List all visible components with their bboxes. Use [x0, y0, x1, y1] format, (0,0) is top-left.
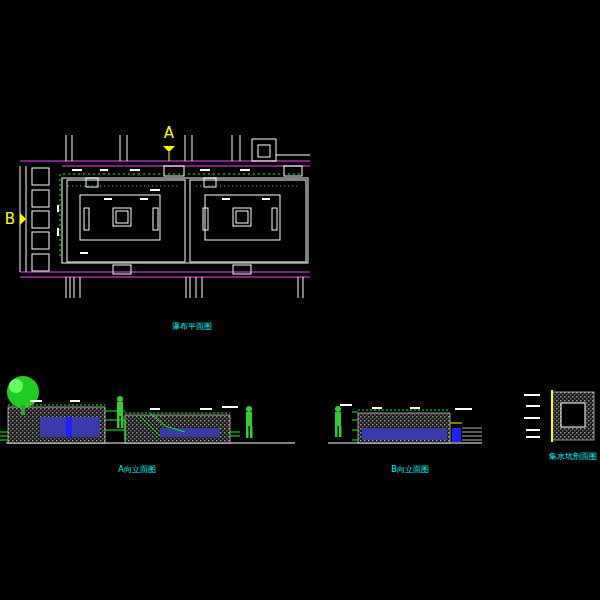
plan-view: [20, 135, 310, 298]
view-caption: B向立面图: [391, 466, 429, 475]
label-holder: A: [164, 125, 174, 142]
section-marker: A: [164, 125, 174, 142]
view-caption: 集水坑剖面图: [549, 453, 597, 462]
label-holder: B: [5, 211, 15, 228]
elevation-a: [0, 376, 295, 443]
view-caption: 瀑布平面图: [172, 323, 212, 332]
label-holder: A向立面图: [118, 466, 155, 475]
sump-section: [524, 390, 594, 442]
label-holder: 集水坑剖面图: [549, 453, 597, 462]
view-caption: A向立面图: [118, 466, 155, 475]
label-holder: B向立面图: [391, 466, 429, 475]
label-holder: 瀑布平面图: [172, 323, 212, 332]
section-marker: B: [5, 211, 15, 228]
elevation-b: [328, 405, 482, 443]
